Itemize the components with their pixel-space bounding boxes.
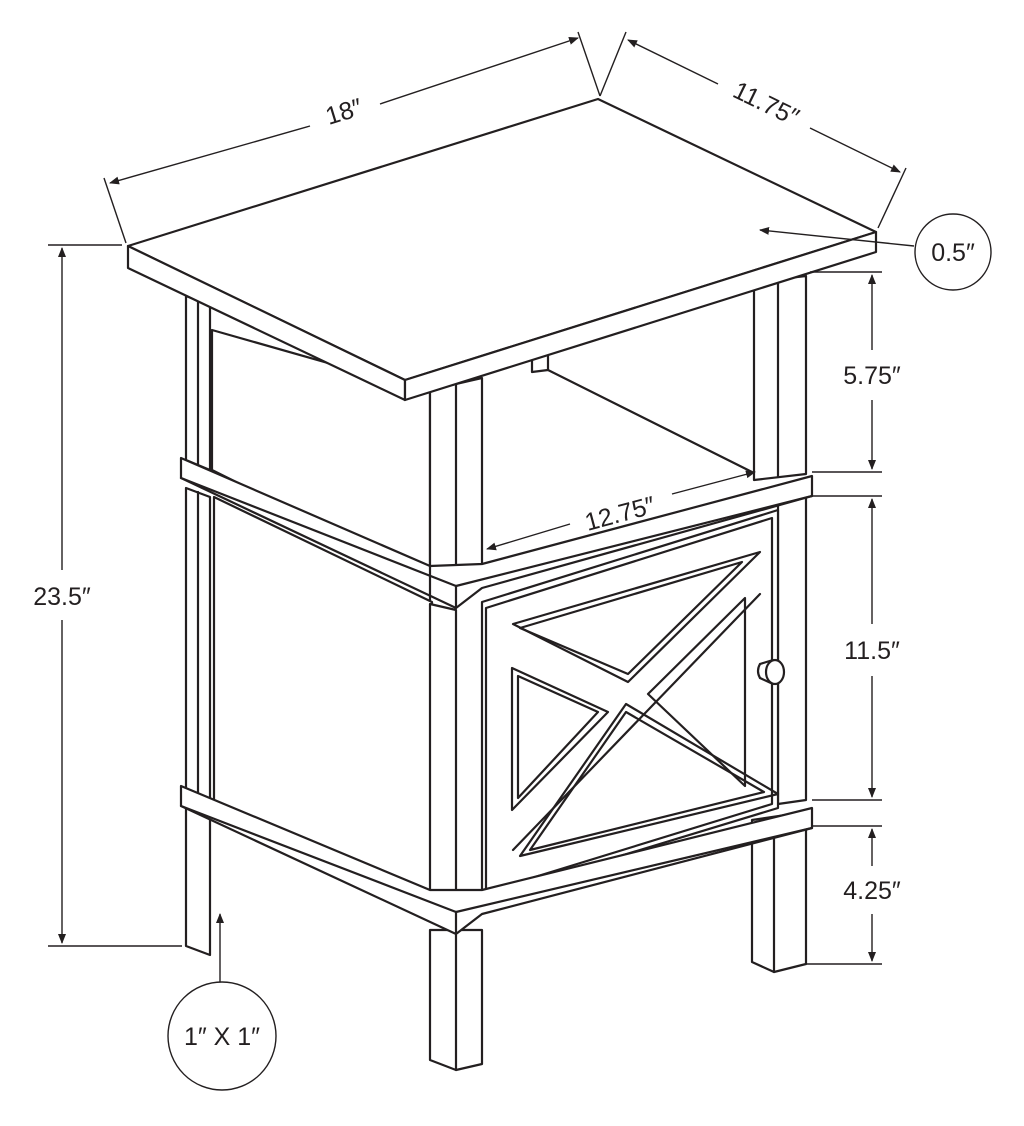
front-left-leg (428, 376, 484, 1072)
cabinet-height-label: 11.5″ (844, 637, 900, 665)
cabinet-door (480, 508, 780, 900)
total-height-label: 23.5″ (33, 583, 91, 611)
top-thickness-label: 0.5″ (931, 239, 975, 267)
width-label: 18″ (322, 93, 365, 131)
top-thickness-callout (914, 213, 992, 291)
dimension-lines (48, 31, 915, 988)
back-left-leg (184, 294, 212, 957)
end-table-drawing (126, 97, 878, 1072)
leg-size-callout (167, 981, 277, 1091)
depth-label: 11.75″ (729, 76, 804, 132)
leg-size-label: 1″ X 1″ (184, 1023, 260, 1051)
bottom-rail (179, 784, 814, 936)
open-shelf-height-label: 5.75″ (843, 362, 901, 390)
leg-height-label: 4.25″ (843, 877, 901, 905)
door-knob (756, 658, 786, 686)
table-top (126, 97, 878, 402)
